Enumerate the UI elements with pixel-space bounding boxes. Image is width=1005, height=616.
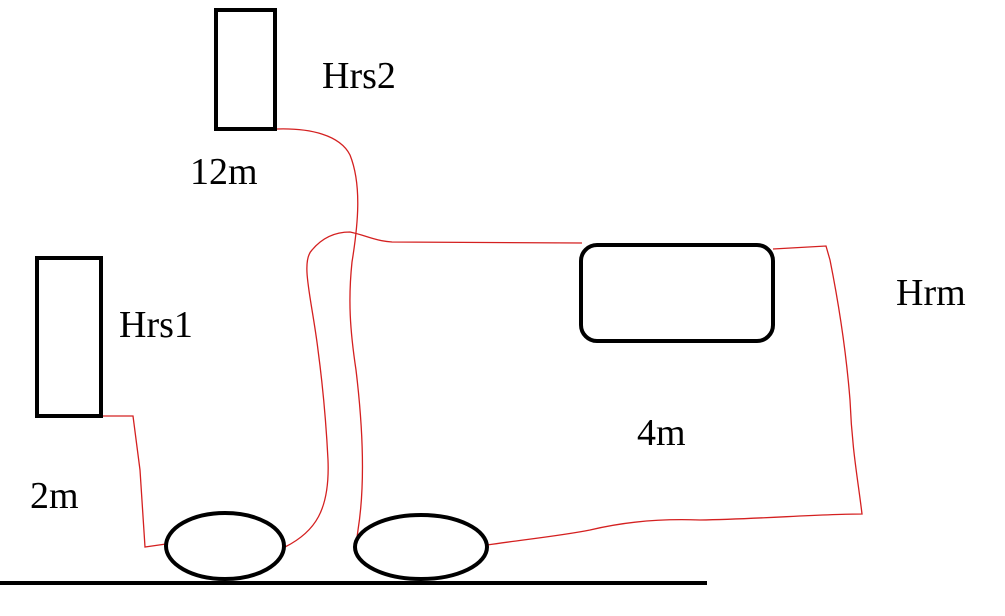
- tank-upper: [214, 8, 277, 131]
- tank-right: [579, 243, 775, 343]
- pipe-tank-lower-to-left-pump: [103, 415, 167, 548]
- pump-left: [164, 511, 286, 581]
- label-tank-upper: Hrs2: [322, 55, 396, 97]
- pump-right: [353, 513, 489, 581]
- label-height-upper: 12m: [190, 151, 258, 193]
- label-height-lower: 2m: [30, 475, 79, 517]
- pipe-tank-upper-to-right-pump: [276, 128, 364, 546]
- pipe-right-pump-to-tank-right: [486, 245, 863, 546]
- tank-lower: [35, 256, 103, 418]
- label-tank-lower: Hrs1: [119, 304, 193, 346]
- label-height-right: 4m: [637, 412, 686, 454]
- label-tank-right: Hrm: [896, 272, 966, 314]
- pipe-left-pump-loop: [284, 231, 583, 548]
